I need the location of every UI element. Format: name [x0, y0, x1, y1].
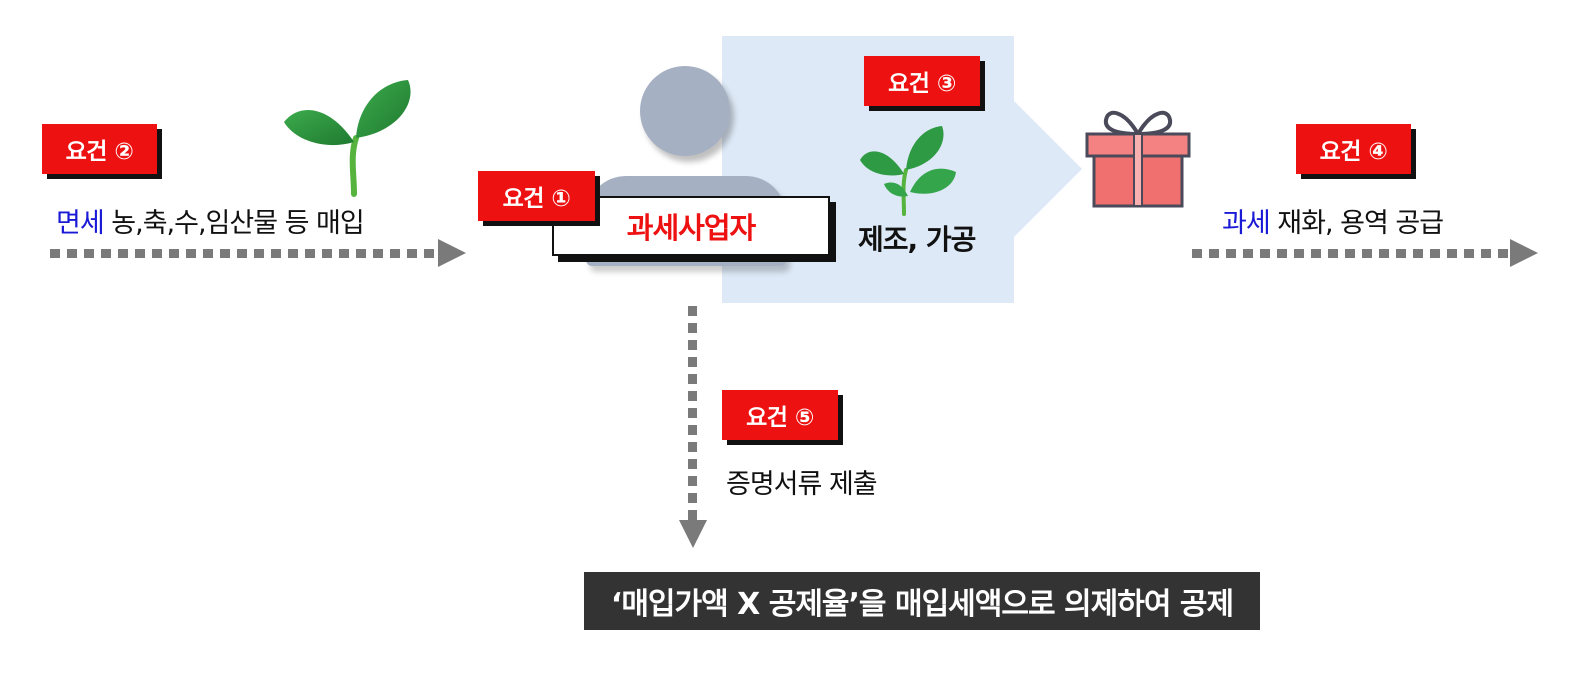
sprout-icon: [284, 80, 411, 197]
requirement-4-badge: 요건 ④: [1296, 124, 1411, 174]
requirement-2-badge: 요건 ②: [42, 124, 157, 174]
taxable-highlight: 과세: [1222, 208, 1271, 239]
purchase-arrow-head: [438, 239, 466, 267]
purchase-text: 면세 농,축,수,임산물 등 매입: [56, 201, 365, 240]
requirement-1-badge: 요건 ①: [478, 171, 595, 221]
process-label: 제조, 가공: [858, 223, 976, 256]
evidence-label: 증명서류 제출: [726, 469, 878, 500]
purchase-description: 농,축,수,임산물 등 매입: [103, 208, 364, 239]
tax-free-highlight: 면세: [56, 208, 105, 239]
supply-text: 과세 재화, 용역 공급: [1222, 201, 1444, 240]
requirement-3-badge: 요건 ③: [864, 56, 980, 106]
evidence-arrow-line: [688, 306, 697, 520]
requirement-5-badge: 요건 ⑤: [722, 390, 838, 440]
evidence-arrow-head: [679, 520, 707, 548]
person-icon: [640, 66, 730, 156]
gift-icon: [1085, 110, 1191, 208]
business-name-box: 과세사업자: [552, 196, 830, 256]
sprout-icon: [860, 126, 956, 216]
result-bar: ‘매입가액 X 공제율’을 매입세액으로 의제하여 공제: [584, 572, 1260, 630]
supply-description: 재화, 용역 공급: [1269, 208, 1444, 239]
purchase-arrow-line: [50, 249, 438, 258]
supply-arrow-line: [1192, 249, 1510, 258]
supply-arrow-head: [1510, 239, 1538, 267]
processing-arrow: [1014, 101, 1082, 237]
